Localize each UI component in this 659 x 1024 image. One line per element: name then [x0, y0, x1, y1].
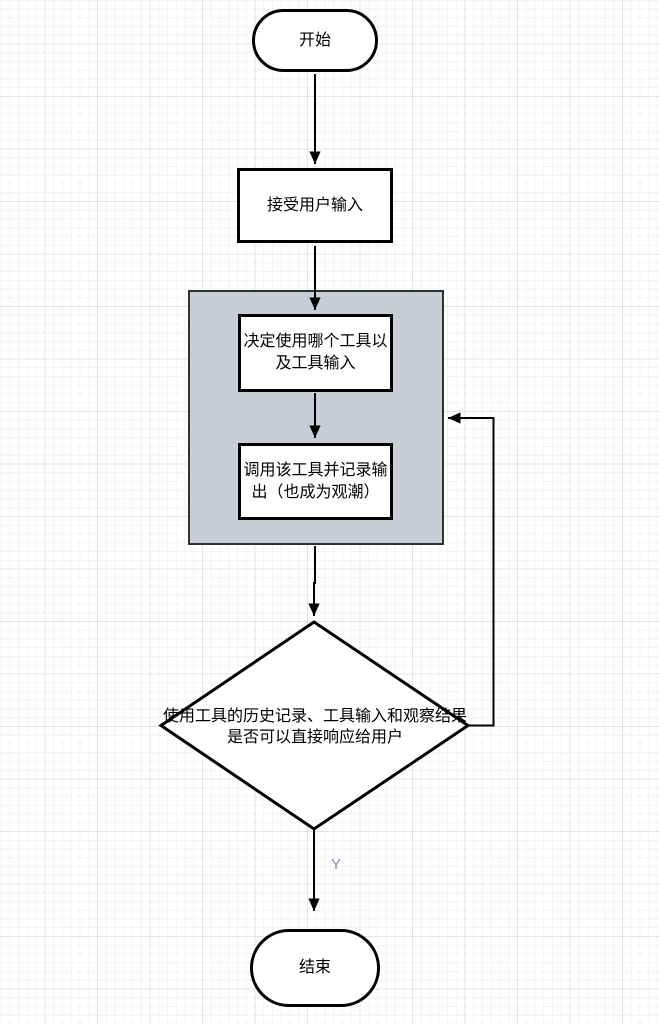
edge-decision-loop-back[interactable] [448, 412, 495, 727]
node-accept-input-label: 接受用户输入 [266, 196, 363, 214]
edge-label-yes[interactable]: Y [331, 856, 342, 873]
node-decision-label: 使用工具的历史记录、工具输入和观察结果 是否可以直接响应给用户 [162, 708, 467, 746]
node-invoke-tool[interactable]: 调用该工具并记录输 出（也成为观潮） [238, 443, 393, 520]
node-invoke-tool-label: 调用该工具并记录输 出（也成为观潮） [243, 461, 388, 501]
node-decision[interactable] [158, 620, 471, 831]
node-decide-tool-label: 决定使用哪个工具以 及工具输入 [243, 333, 388, 372]
node-accept-input[interactable]: 接受用户输入 [237, 168, 393, 243]
edge-group-to-decision[interactable] [308, 546, 320, 616]
node-start[interactable]: 开始 [252, 9, 378, 72]
node-end[interactable]: 结束 [250, 929, 380, 1007]
node-decide-tool[interactable]: 决定使用哪个工具以 及工具输入 [238, 314, 393, 392]
node-start-label: 开始 [298, 31, 331, 49]
node-end-label: 结束 [298, 959, 331, 976]
